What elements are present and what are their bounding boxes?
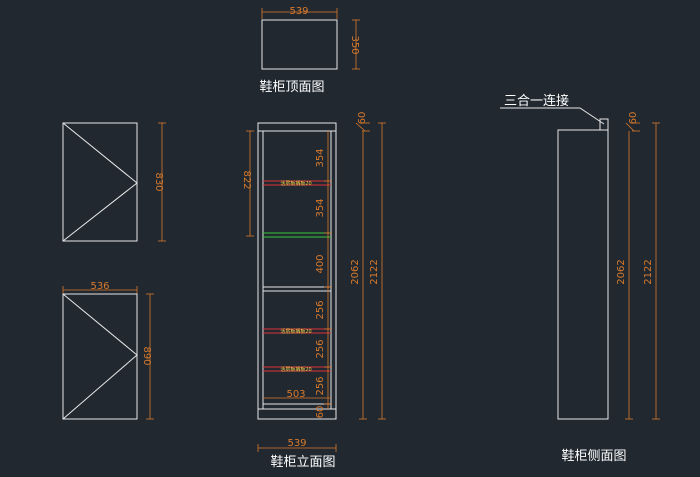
door-lower-outline	[62, 293, 138, 420]
door-upper: 830	[62, 122, 166, 242]
side-top-cap-label: 60	[628, 112, 639, 125]
shelf-note-3: 活层板搁板20	[280, 366, 311, 373]
joint-leader-line	[500, 107, 605, 125]
gap-4-label: 256	[315, 300, 326, 319]
shelf-note-2: 活层板搁板20	[280, 328, 311, 335]
top-view-outline	[261, 19, 338, 70]
door-upper-swing-mark	[62, 122, 138, 242]
top-view-caption: 鞋柜顶面图	[259, 79, 324, 95]
front-top-cap-label: 60	[357, 112, 368, 125]
front-inner-width-label: 503	[286, 389, 305, 400]
side-inner-height-label: 2062	[616, 259, 627, 284]
door-upper-height-label: 830	[153, 172, 164, 191]
gap-3-label: 400	[315, 254, 326, 273]
door-lower-width-label: 536	[90, 281, 109, 292]
front-total-height-label: 2122	[369, 259, 380, 284]
shelf-fixed	[263, 232, 331, 238]
gap-5-label: 256	[315, 339, 326, 358]
door-lower-height-label: 890	[141, 346, 152, 365]
shelf-note-1: 活层板搁板20	[280, 180, 311, 187]
top-depth-label: 350	[349, 35, 360, 54]
front-inner-height-label: 2062	[350, 259, 361, 284]
side-view-caption: 鞋柜侧面图	[561, 448, 626, 464]
front-view-caption: 鞋柜立面图	[270, 454, 335, 470]
door-lower: 536 890	[62, 281, 154, 420]
front-elevation: 活层板搁板20 活层板搁板20 活层板搁板20 822	[241, 112, 386, 470]
shelf-movable-2: 活层板搁板20	[263, 328, 331, 335]
top-width-label: 539	[289, 6, 308, 17]
front-width-label: 539	[287, 438, 306, 449]
joint-block	[599, 118, 609, 131]
shelf-movable-3: 活层板搁板20	[263, 366, 331, 373]
side-cap-leader	[625, 122, 635, 132]
door-upper-outline	[62, 122, 138, 242]
front-body-outline	[257, 130, 337, 420]
door-lower-swing-mark	[62, 293, 138, 420]
gap-6-label: 256	[315, 376, 326, 395]
side-view: 三合一连接 60 2062 2122 鞋柜侧面图	[500, 93, 660, 464]
gap-2-label: 354	[315, 198, 326, 217]
front-top-cap	[257, 122, 337, 132]
front-cap-leader	[355, 122, 366, 132]
front-upper-section-label: 822	[241, 170, 252, 189]
gap-1-label: 354	[315, 148, 326, 167]
joint-label: 三合一连接	[504, 93, 569, 109]
top-view: 539 350 鞋柜顶面图	[259, 6, 360, 95]
front-base-label: 60	[315, 406, 326, 419]
shelf-movable-1: 活层板搁板20	[263, 180, 331, 187]
side-total-height-label: 2122	[643, 259, 654, 284]
side-view-outline	[557, 129, 609, 420]
